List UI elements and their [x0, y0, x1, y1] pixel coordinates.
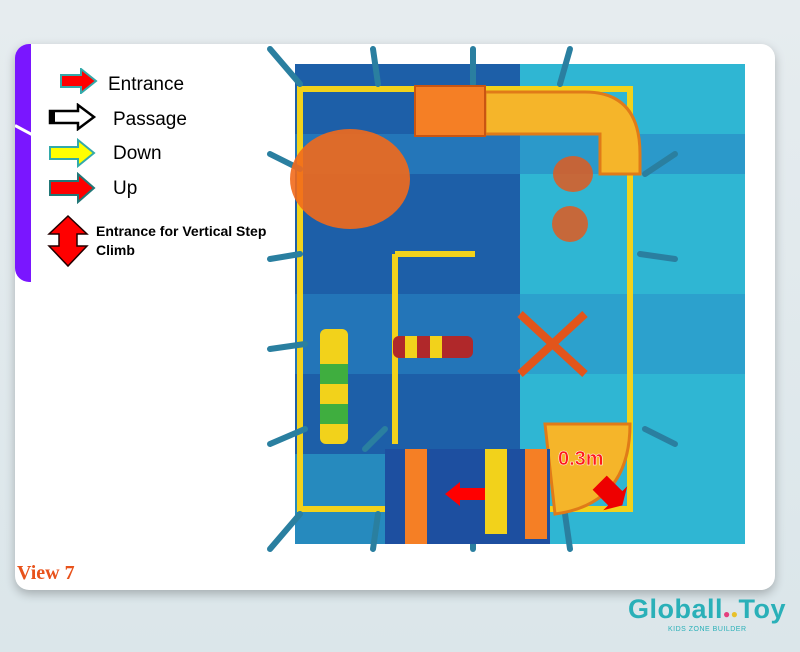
- purple-accent-strip: [15, 44, 34, 282]
- dimension-label: 0.3m: [558, 448, 604, 471]
- playground-top-view: [267, 46, 745, 552]
- view-label: View 7: [17, 562, 75, 584]
- diagram-card: Entrance Passage Down Up Entrance for Ve…: [15, 44, 775, 590]
- entrance-arrow-icon: [445, 482, 485, 506]
- yellow-slide-tube: [483, 90, 642, 176]
- legend-passage: Passage: [113, 109, 187, 130]
- brand-logo: Globall●●Toy: [628, 594, 787, 624]
- net-poles: [267, 46, 678, 552]
- brand-tagline: KIDS ZONE BUILDER: [668, 626, 747, 633]
- vertical-step-arrow-icon: [592, 475, 628, 511]
- white-arrow-icon: [48, 103, 97, 131]
- legend-up: Up: [113, 178, 138, 199]
- spinner: [517, 311, 588, 377]
- legend-vertical-step-climb: Entrance for Vertical Step Climb: [96, 223, 267, 258]
- orange-tube: [414, 85, 486, 137]
- orange-spiral-slide: [290, 129, 410, 229]
- legend-entrance: Entrance: [108, 74, 185, 95]
- legend-down: Down: [113, 143, 162, 164]
- yellow-arrow-icon: [49, 138, 96, 168]
- double-red-arrow-icon: [47, 214, 89, 268]
- red-up-arrow-icon: [49, 172, 96, 204]
- red-arrow-icon: [60, 68, 98, 94]
- climb-roller: [320, 329, 348, 444]
